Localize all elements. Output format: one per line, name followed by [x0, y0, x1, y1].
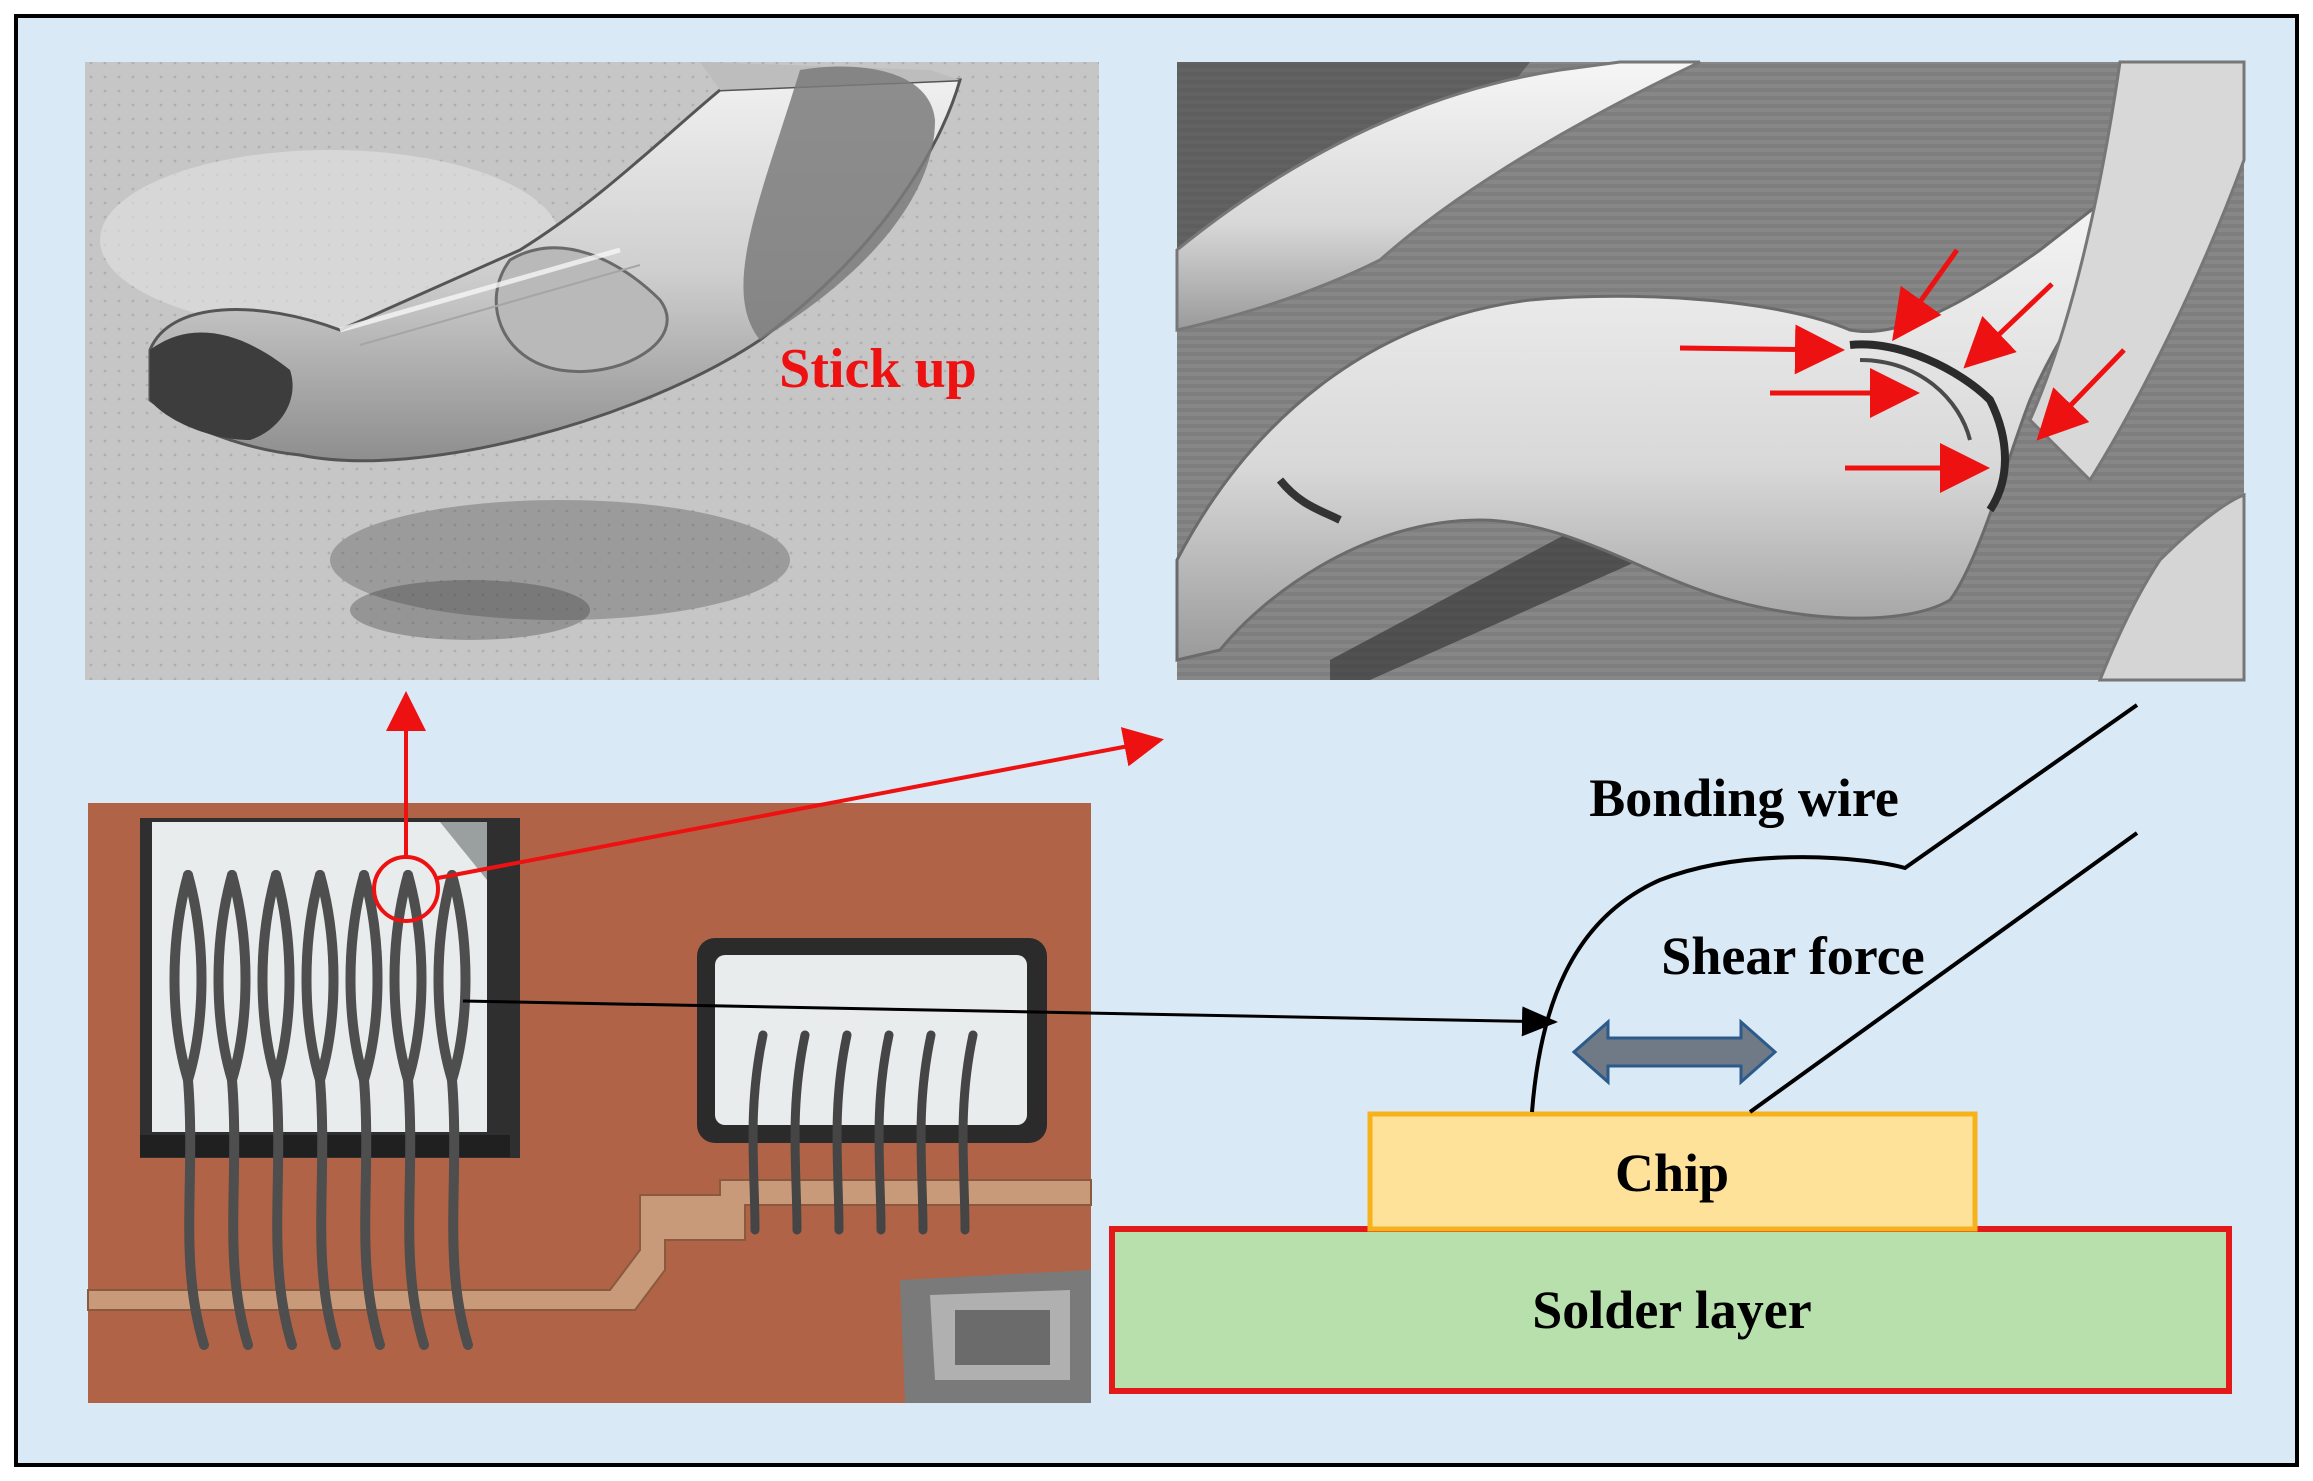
bonding-wire-label: Bonding wire [1589, 768, 1899, 828]
bond-wire [790, 1030, 810, 1235]
bond-wire [958, 1030, 978, 1235]
bond-wire-loop [315, 870, 339, 1085]
stick-up-label: Stick up [779, 338, 977, 400]
bond-wire [748, 1030, 768, 1235]
schematic [462, 703, 2232, 1394]
big-chip-wires [169, 870, 473, 1350]
bond-wire-loop [183, 870, 207, 1085]
bond-wire [874, 1030, 894, 1235]
chip-block [1367, 1111, 1978, 1232]
crack-arrow [1892, 248, 1960, 342]
bond-wire-loop [403, 870, 427, 1085]
sem-image-heel-crack [1175, 60, 2246, 682]
module-photo [87, 803, 1092, 1403]
wire-link-arrow [462, 999, 1558, 1037]
bond-wire [832, 1030, 852, 1235]
crack-indicator-arrows [1679, 248, 2126, 493]
bond-wire [916, 1030, 936, 1235]
bond-wire-loop [447, 870, 471, 1085]
crack-arrow [1679, 324, 1845, 375]
small-chip-wires [748, 1030, 978, 1235]
callout [372, 691, 1164, 923]
bond-wire-loop [271, 870, 295, 1085]
solder-layer [1109, 1226, 2232, 1394]
chip-label: Chip [1615, 1143, 1729, 1203]
bonding-wire-inner [1748, 831, 2139, 1114]
bond-wire-loop [359, 870, 383, 1085]
crack-arrow [2036, 348, 2126, 441]
callout-arrow-right [437, 727, 1164, 880]
solder-layer-label: Solder layer [1532, 1280, 1811, 1340]
bond-wire-loop [227, 870, 251, 1085]
crack-arrow [1963, 282, 2054, 369]
shear-force-label: Shear force [1661, 926, 1924, 986]
sem-image-stick-up [85, 62, 1099, 680]
figure-frame [14, 14, 2299, 1467]
shear-force-arrow [1571, 1018, 1778, 1086]
